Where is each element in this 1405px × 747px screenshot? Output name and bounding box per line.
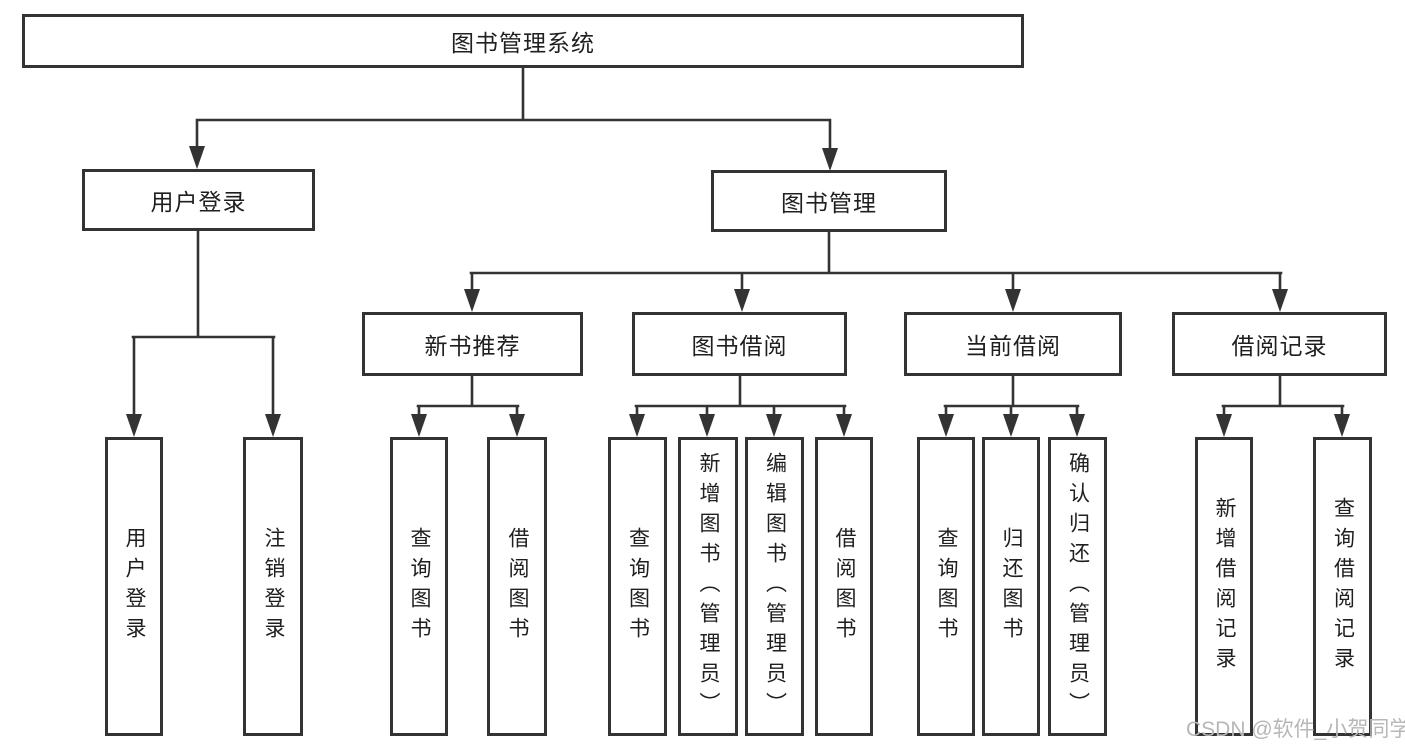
- leaf-recommend-borrow-books: 借阅图书: [487, 437, 547, 736]
- node-root-label: 图书管理系统: [451, 30, 595, 56]
- connector-mgmt-group: [469, 230, 1283, 293]
- leaf-return-books: 归还图书: [982, 437, 1040, 736]
- leaf-add-borrow-record-label: 新增借阅记录: [1213, 496, 1236, 677]
- leaf-logout-label: 注销登录: [262, 526, 285, 647]
- leaf-confirm-return-admin-label: 确认归还（管理员）: [1066, 451, 1090, 722]
- leaf-recommend-query-books-label: 查询图书: [408, 526, 431, 647]
- node-borrow-record: 借阅记录: [1172, 312, 1387, 376]
- leaf-add-books-admin-label: 新增图书（管理员）: [697, 451, 720, 722]
- node-new-book-recommend-label: 新书推荐: [424, 333, 521, 359]
- leaf-confirm-return-admin: 确认归还（管理员）: [1048, 437, 1107, 736]
- csdn-watermark: CSDN @软件_小贺同学: [1186, 718, 1405, 741]
- leaf-query-borrow-record: 查询借阅记录: [1313, 437, 1372, 736]
- arrow-down-icon: [1003, 414, 1019, 437]
- arrowheads: [126, 146, 1350, 437]
- leaf-logout: 注销登录: [243, 437, 303, 736]
- connector-root: [195, 66, 832, 152]
- arrow-down-icon: [836, 414, 852, 437]
- leaf-edit-books-admin: 编辑图书（管理员）: [745, 437, 804, 736]
- leaf-current-query-books-label: 查询图书: [935, 526, 958, 647]
- leaf-recommend-query-books: 查询图书: [390, 437, 448, 736]
- arrow-down-icon: [189, 146, 205, 169]
- arrow-down-icon: [1216, 414, 1232, 437]
- leaf-borrow-query-books: 查询图书: [608, 437, 667, 736]
- leaf-recommend-borrow-books-label: 借阅图书: [506, 526, 529, 647]
- node-new-book-recommend: 新书推荐: [362, 312, 583, 376]
- leaf-borrow-books: 借阅图书: [815, 437, 873, 736]
- arrow-down-icon: [699, 414, 715, 437]
- node-user-login-label: 用户登录: [150, 189, 247, 215]
- arrow-down-icon: [126, 414, 142, 437]
- node-book-borrow-label: 图书借阅: [691, 333, 788, 359]
- leaf-user-login-label: 用户登录: [123, 526, 146, 647]
- arrow-down-icon: [766, 414, 782, 437]
- connector-recommend-group: [416, 374, 520, 418]
- connector-borrow-group: [634, 374, 847, 418]
- arrow-down-icon: [1272, 289, 1288, 312]
- node-book-management: 图书管理: [711, 170, 947, 232]
- arrow-down-icon: [265, 414, 281, 437]
- leaf-query-borrow-record-label: 查询借阅记录: [1331, 496, 1355, 677]
- arrow-down-icon: [464, 289, 480, 312]
- leaf-borrow-query-books-label: 查询图书: [626, 526, 650, 647]
- leaf-return-books-label: 归还图书: [1000, 526, 1023, 647]
- leaf-borrow-books-label: 借阅图书: [833, 526, 856, 647]
- connector-login-group: [131, 229, 276, 418]
- connector-record-group: [1221, 374, 1345, 418]
- arrow-down-icon: [734, 289, 750, 312]
- arrow-down-icon: [1334, 414, 1350, 437]
- arrow-down-icon: [1005, 289, 1021, 312]
- node-current-borrow-label: 当前借阅: [965, 333, 1061, 359]
- leaf-add-borrow-record: 新增借阅记录: [1195, 437, 1253, 736]
- connector-current-group: [943, 374, 1080, 418]
- node-current-borrow: 当前借阅: [904, 312, 1122, 376]
- arrow-down-icon: [509, 414, 525, 437]
- leaf-user-login: 用户登录: [105, 437, 163, 736]
- arrow-down-icon: [1069, 414, 1085, 437]
- node-root: 图书管理系统: [22, 14, 1024, 68]
- node-book-management-label: 图书管理: [781, 190, 877, 216]
- arrow-down-icon: [629, 414, 645, 437]
- arrow-down-icon: [822, 148, 838, 171]
- leaf-edit-books-admin-label: 编辑图书（管理员）: [763, 451, 787, 722]
- node-book-borrow: 图书借阅: [632, 312, 847, 376]
- node-user-login: 用户登录: [82, 169, 315, 231]
- leaf-current-query-books: 查询图书: [917, 437, 975, 736]
- arrow-down-icon: [411, 414, 427, 437]
- leaf-add-books-admin: 新增图书（管理员）: [678, 437, 738, 736]
- node-borrow-record-label: 借阅记录: [1231, 333, 1328, 359]
- arrow-down-icon: [938, 414, 954, 437]
